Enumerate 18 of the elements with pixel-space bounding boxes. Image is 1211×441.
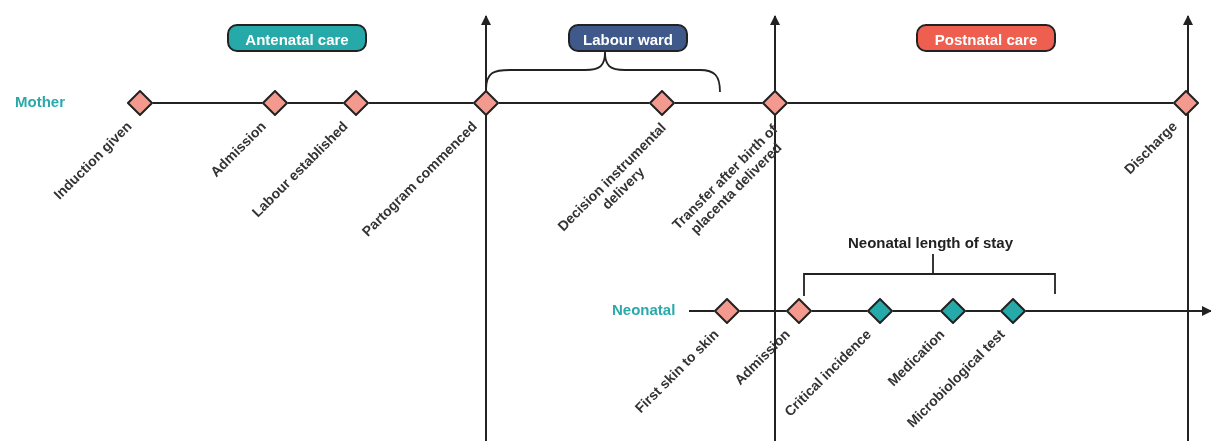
timeline-line xyxy=(787,102,1174,104)
timeline-line xyxy=(498,102,650,104)
timeline-line xyxy=(674,102,763,104)
row-label: Mother xyxy=(15,93,65,110)
phase-tag: Postnatal care xyxy=(916,24,1056,52)
timeline-line xyxy=(688,310,715,312)
phase-tag: Antenatal care xyxy=(227,24,367,52)
timeline-line xyxy=(965,310,1001,312)
timeline-line xyxy=(892,310,941,312)
arrow xyxy=(1025,306,1211,316)
phase-tag: Labour ward xyxy=(568,24,688,52)
bracket-label: Neonatal length of stay xyxy=(848,234,1014,251)
timeline-line xyxy=(811,310,868,312)
timeline-line xyxy=(368,102,474,104)
timeline-line xyxy=(152,102,263,104)
timeline-line xyxy=(739,310,787,312)
row-label: Neonatal xyxy=(612,301,676,318)
timeline-line xyxy=(287,102,344,104)
